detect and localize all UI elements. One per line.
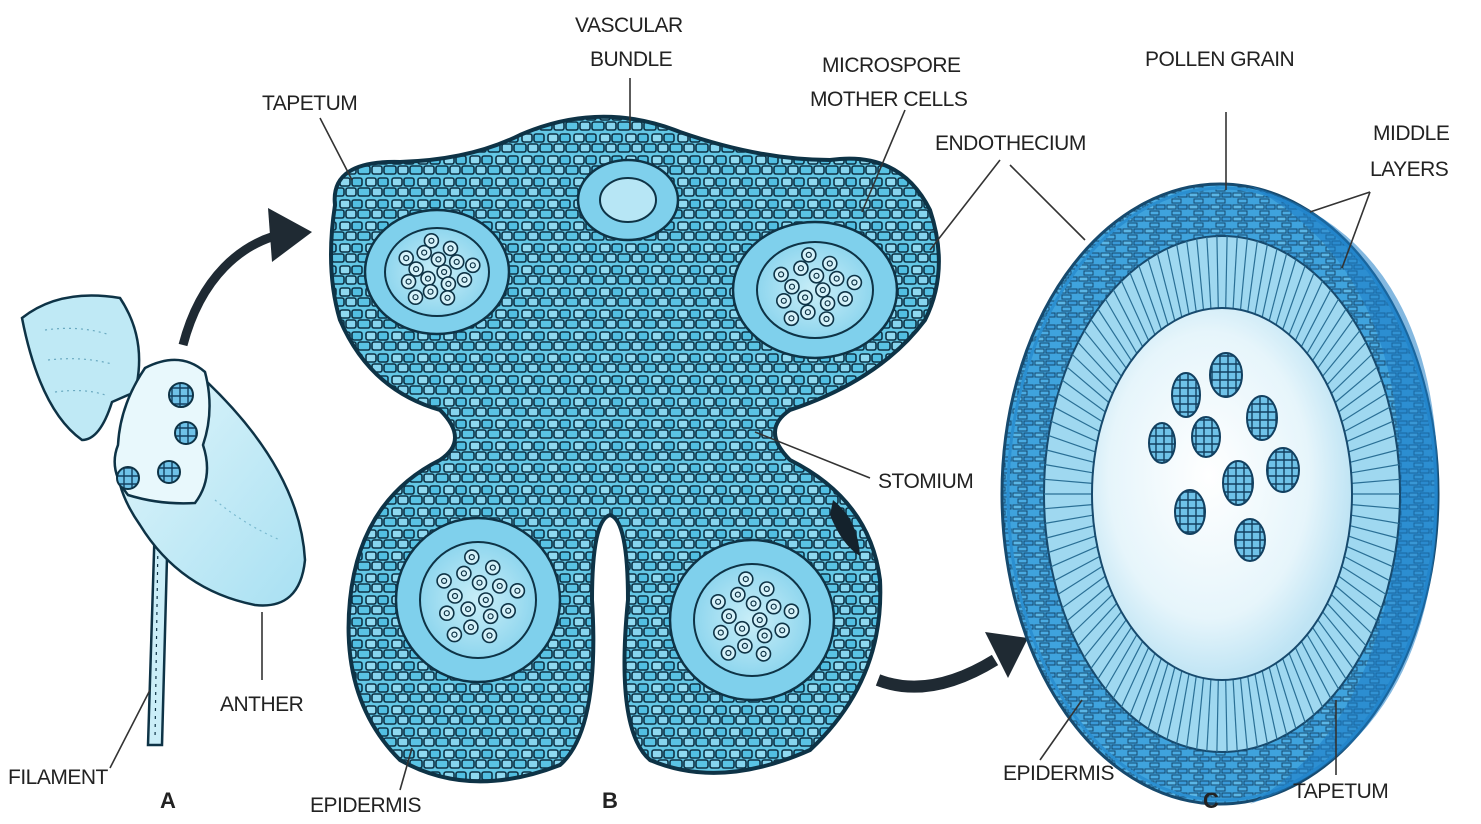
mother-cell	[798, 291, 812, 305]
mother-cell	[483, 629, 497, 643]
mother-cell	[409, 290, 423, 304]
mother-cell	[424, 285, 438, 299]
label-middle-2: LAYERS	[1370, 158, 1449, 181]
mother-cell	[767, 600, 781, 614]
mother-cell	[510, 584, 524, 598]
mother-cell	[810, 269, 824, 283]
label-tapetum-b: TAPETUM	[262, 92, 357, 115]
mother-cell	[473, 576, 487, 590]
mother-cell	[431, 252, 445, 266]
label-epidermis-c: EPIDERMIS	[1003, 762, 1115, 785]
mother-cell	[721, 646, 735, 660]
label-microspore-1: MICROSPORE	[822, 54, 961, 77]
label-tapetum-c: TAPETUM	[1293, 780, 1388, 803]
mother-cell	[758, 629, 772, 643]
label-microspore-2: MOTHER CELLS	[810, 88, 968, 111]
mother-cell	[437, 574, 451, 588]
label-middle-1: MIDDLE	[1373, 122, 1450, 145]
mother-cell	[777, 294, 791, 308]
mother-cell	[774, 267, 788, 281]
mother-cell	[464, 620, 478, 634]
mother-cell	[738, 639, 752, 653]
mother-cell	[421, 272, 435, 286]
mother-cell	[402, 275, 416, 289]
label-filament: FILAMENT	[8, 766, 109, 789]
mother-cell	[479, 593, 493, 607]
mother-cell	[440, 606, 454, 620]
mother-cell	[847, 276, 861, 290]
mother-cell	[816, 283, 830, 297]
mother-cell	[461, 602, 475, 616]
anther-section	[331, 117, 939, 782]
mother-cell	[714, 626, 728, 640]
mother-cell	[731, 588, 745, 602]
label-anther: ANTHER	[220, 693, 304, 716]
mother-cell	[424, 234, 438, 248]
mother-cell	[441, 277, 455, 291]
panel-label-a: A	[160, 788, 176, 813]
arrow-b-to-c	[878, 660, 995, 687]
mother-cell	[444, 241, 458, 255]
label-endothecium: ENDOTHECIUM	[935, 132, 1086, 155]
mother-cell	[785, 280, 799, 294]
mother-cell	[775, 623, 789, 637]
label-epidermis-b: EPIDERMIS	[310, 794, 422, 817]
mother-cell	[409, 262, 423, 276]
mother-cell	[753, 613, 767, 627]
arrow-b-to-c-head	[985, 632, 1028, 678]
mother-cell	[757, 647, 771, 661]
mother-cell	[484, 609, 498, 623]
mother-cell	[760, 582, 774, 596]
mother-cell	[466, 258, 480, 272]
mother-cell	[802, 248, 816, 262]
mother-cell	[735, 622, 749, 636]
mother-cell	[794, 261, 808, 275]
mother-cell	[486, 561, 500, 575]
mother-cell	[838, 292, 852, 306]
mother-cell	[441, 291, 455, 305]
vascular-bundle	[578, 160, 678, 240]
mother-cell	[501, 604, 515, 618]
mother-cell	[739, 572, 753, 586]
mother-cell	[784, 311, 798, 325]
mother-cell	[450, 255, 464, 269]
mother-cell	[801, 305, 815, 319]
mother-cell	[448, 589, 462, 603]
mother-cell	[823, 257, 837, 271]
mother-cell	[447, 628, 461, 642]
mother-cell	[457, 566, 471, 580]
panel-label-b: B	[602, 788, 618, 813]
mother-cell	[399, 251, 413, 265]
mother-cell	[747, 597, 761, 611]
mother-cell	[830, 272, 844, 286]
arrow-a-to-b-head	[268, 208, 312, 262]
panel-label-c: C	[1203, 788, 1219, 813]
label-vascular-2: BUNDLE	[590, 48, 673, 71]
mother-cell	[493, 579, 507, 593]
label-stomium: STOMIUM	[878, 470, 973, 493]
label-vascular-1: VASCULAR	[575, 14, 683, 37]
mother-cell	[784, 604, 798, 618]
mother-cell	[722, 609, 736, 623]
mother-cell	[711, 595, 725, 609]
pollen-sac	[1002, 184, 1438, 804]
mother-cell	[820, 312, 834, 326]
label-pollen-grain: POLLEN GRAIN	[1145, 48, 1294, 71]
mother-cell	[465, 550, 479, 564]
mother-cell	[821, 296, 835, 310]
mother-cell	[458, 273, 472, 287]
